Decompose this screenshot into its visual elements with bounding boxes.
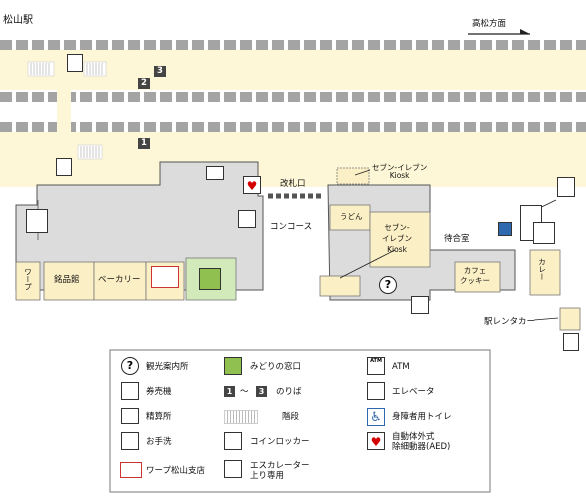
platform-badge-icon: 1 — [224, 386, 235, 397]
legend-aed: 自動体外式 除細動器(AED) — [392, 432, 451, 452]
rent-a-car-label: 駅レンタカー — [484, 317, 536, 327]
elevator-icon — [367, 382, 385, 400]
waiting-room-label: 待合室 — [444, 234, 470, 244]
question-icon: ? — [379, 276, 397, 294]
platform-2-label: 2 — [141, 78, 147, 88]
toilet-icon — [533, 222, 555, 244]
elevator-icon — [56, 158, 72, 176]
locker-icon — [224, 432, 242, 450]
cafe-label: カフェ クッキー — [460, 266, 490, 285]
escalator-icon — [411, 296, 429, 314]
platform-1 — [0, 132, 586, 187]
legend-elevator: エレベータ — [392, 387, 435, 397]
stairs-right — [83, 61, 107, 77]
legend-platforms: のりば — [276, 387, 302, 397]
seven-eleven-label: セブン-イレブン Kiosk — [372, 163, 428, 180]
stairs-icon — [224, 410, 258, 424]
legend-midori: みどりの窓口 — [250, 362, 302, 372]
legend-range: ～ — [240, 387, 249, 397]
shop-cafe — [454, 261, 501, 293]
track-1 — [0, 40, 586, 50]
locker-icon — [557, 177, 575, 197]
platform-badge-icon: 3 — [256, 386, 267, 397]
legend-toilet: お手洗 — [146, 437, 172, 447]
shop-udon — [329, 204, 371, 231]
direction-label: 高松方面 — [472, 19, 507, 29]
warp-logo-icon — [151, 266, 179, 288]
seven-eleven-inner-label: セブン- イレブン Kiosk — [382, 223, 412, 254]
ticket-gate-label: 改札口 — [280, 179, 306, 189]
legend-info-center: 観光案内所 — [146, 362, 189, 372]
warp-side-label: ワープ — [23, 268, 33, 291]
ticket-machine-icon — [238, 210, 256, 228]
atm-icon — [563, 333, 579, 351]
meihinkan-label: 銘品館 — [54, 275, 80, 285]
warp-logo-icon — [120, 462, 142, 478]
shop-curry — [529, 249, 561, 296]
platform-3-label: 3 — [157, 66, 163, 76]
stairs-upper — [27, 61, 55, 77]
accessible-toilet-icon: ♿ — [367, 408, 385, 426]
bakery-label: ベーカリー — [98, 275, 141, 285]
aed-icon: ♥ — [243, 176, 261, 194]
stairs-lower — [77, 144, 103, 160]
midori-icon — [224, 357, 242, 375]
aed-icon: ♥ — [367, 432, 385, 450]
underpass — [57, 90, 71, 132]
udon-label: うどん — [340, 212, 363, 221]
fare-adjust-icon — [206, 166, 224, 180]
shop-small — [319, 275, 361, 297]
shop-seven-eleven — [336, 167, 370, 185]
direction-arrow — [468, 29, 530, 35]
shop-warp-side — [15, 261, 41, 301]
atm-icon: ATM — [367, 357, 385, 375]
accessible-toilet-icon — [498, 222, 512, 236]
toilet-icon — [121, 432, 139, 450]
concourse-label: コンコース — [270, 222, 313, 232]
station-name: 松山駅 — [3, 15, 33, 26]
question-icon: ? — [121, 357, 139, 375]
legend-atm: ATM — [392, 362, 410, 372]
platform-badge-2 — [138, 78, 150, 89]
fare-adjust-icon — [121, 408, 139, 424]
legend-warp: ワープ松山支店 — [146, 466, 205, 476]
ticket-machine-icon — [121, 382, 139, 400]
shop-bakery — [93, 261, 147, 301]
legend-ticket-machine: 券売機 — [146, 387, 172, 397]
legend-accessible-toilet: 身障者用トイレ — [392, 412, 452, 422]
shop-meihinkan — [43, 261, 95, 301]
platform-badge-1 — [138, 138, 150, 149]
platform-badge-3 — [154, 66, 166, 77]
elevator-icon — [67, 54, 83, 72]
legend-fare-adjust: 精算所 — [146, 412, 172, 422]
rent-a-car-booth — [559, 307, 581, 331]
legend-box — [109, 349, 491, 493]
legend-lockers: コインロッカー — [250, 437, 310, 447]
escalator-icon — [224, 460, 242, 478]
midori-icon — [199, 268, 221, 290]
platform-1-label: 1 — [141, 138, 147, 148]
legend-escalator: エスカレーター 上り専用 — [250, 461, 310, 481]
legend-stairs: 階段 — [282, 412, 300, 422]
locker-icon — [26, 209, 48, 233]
curry-label: カレー — [537, 258, 547, 281]
